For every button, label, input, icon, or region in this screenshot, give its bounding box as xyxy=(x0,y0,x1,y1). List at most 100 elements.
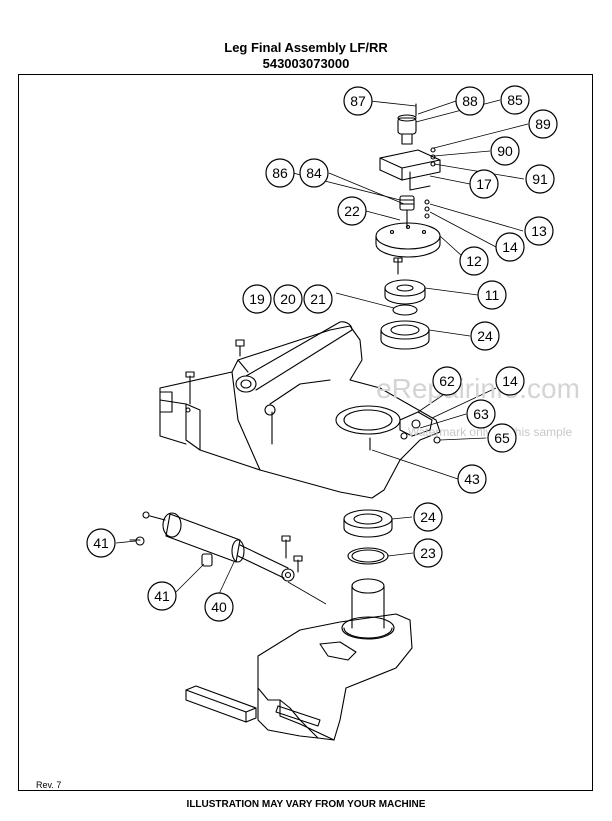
callout-62: 62 xyxy=(432,366,462,396)
callout-bubble xyxy=(528,109,558,139)
callout-number: 14 xyxy=(502,373,518,389)
callout-number: 63 xyxy=(473,406,489,422)
wear-pad xyxy=(185,685,257,723)
callout-number: 14 xyxy=(502,239,518,255)
callout-bubble xyxy=(413,502,443,532)
callout-number: 11 xyxy=(485,287,500,303)
callout-bubble xyxy=(432,366,462,396)
callout-number: 90 xyxy=(497,143,513,159)
callout-bubble xyxy=(495,232,525,262)
callout-90: 90 xyxy=(490,136,520,166)
callout-13: 13 xyxy=(524,216,554,246)
callout-17: 17 xyxy=(469,169,499,199)
callout-bubble xyxy=(525,164,555,194)
hydraulic-cylinder xyxy=(129,511,303,582)
callout-number: 24 xyxy=(477,328,493,344)
callout-bubble xyxy=(242,284,272,314)
part-number: 543003073000 xyxy=(262,56,350,71)
callout-41: 41 xyxy=(147,581,177,611)
callout-number: 24 xyxy=(420,509,436,525)
callout-14: 14 xyxy=(495,366,525,396)
callout-bubble xyxy=(457,464,487,494)
gear-shaft xyxy=(399,195,430,229)
callout-bubble xyxy=(299,158,329,188)
collar xyxy=(384,279,426,305)
callout-bubble xyxy=(265,158,295,188)
diagram-title: Leg Final Assembly LF/RR xyxy=(224,40,388,55)
revision-label: Rev. 7 xyxy=(36,780,62,790)
callout-bubble xyxy=(500,85,530,115)
callout-number: 84 xyxy=(306,165,322,181)
callout-bubble xyxy=(490,136,520,166)
callout-bubble xyxy=(470,321,500,351)
callout-number: 88 xyxy=(462,93,478,109)
callout-bubble xyxy=(413,538,443,568)
callout-number: 17 xyxy=(476,176,492,192)
callout-85: 85 xyxy=(500,85,530,115)
callout-number: 85 xyxy=(507,92,523,108)
callout-number: 89 xyxy=(535,116,551,132)
callout-number: 62 xyxy=(439,373,455,389)
callout-bubble xyxy=(459,246,489,276)
callout-bubble xyxy=(487,423,517,453)
callout-bubble xyxy=(337,196,367,226)
top-plate xyxy=(375,222,441,258)
callout-group: 87 88 85 89 90 91 17 86 84 22 13 14 12 11 19 20 21 24 62 14… xyxy=(86,85,558,622)
callout-number: 23 xyxy=(420,545,436,561)
callout-bubble xyxy=(273,284,303,314)
callout-bubble xyxy=(495,366,525,396)
callout-40: 40 xyxy=(204,592,234,622)
callout-22: 22 xyxy=(337,196,367,226)
callout-bubble xyxy=(343,86,373,116)
callout-number: 12 xyxy=(466,253,482,269)
diagram-frame xyxy=(18,74,593,791)
callout-65: 65 xyxy=(487,423,517,453)
callout-number: 86 xyxy=(272,165,288,181)
callout-number: 22 xyxy=(344,203,360,219)
callout-24: 24 xyxy=(470,321,500,351)
callout-20: 20 xyxy=(273,284,303,314)
callout-bubble xyxy=(524,216,554,246)
callout-87: 87 xyxy=(343,86,373,116)
callout-43: 43 xyxy=(457,464,487,494)
bearing-upper xyxy=(380,320,430,350)
callout-bubble xyxy=(455,86,485,116)
leg-frame xyxy=(159,325,441,499)
callout-bubble xyxy=(303,284,333,314)
callout-11: 11 xyxy=(477,280,507,310)
callout-number: 87 xyxy=(350,93,366,109)
callout-bubble xyxy=(204,592,234,622)
callout-number: 41 xyxy=(154,588,170,604)
callout-23: 23 xyxy=(413,538,443,568)
watermark-site: eRepairinfo.com xyxy=(376,373,580,404)
limit-switch-assembly xyxy=(379,103,441,191)
callout-89: 89 xyxy=(528,109,558,139)
callout-bubble xyxy=(477,280,507,310)
callout-19: 19 xyxy=(242,284,272,314)
callout-number: 65 xyxy=(494,430,510,446)
leg-casting xyxy=(257,578,413,741)
callout-number: 40 xyxy=(211,599,227,615)
callout-number: 43 xyxy=(464,471,480,487)
callout-24: 24 xyxy=(413,502,443,532)
disclaimer-text: ILLUSTRATION MAY VARY FROM YOUR MACHINE xyxy=(186,799,426,810)
callout-bubble xyxy=(469,169,499,199)
callout-86: 86 xyxy=(265,158,295,188)
callout-88: 88 xyxy=(455,86,485,116)
callout-number: 21 xyxy=(310,291,326,307)
callout-bubble xyxy=(147,581,177,611)
callout-12: 12 xyxy=(459,246,489,276)
cross-tube xyxy=(235,321,353,393)
callout-91: 91 xyxy=(525,164,555,194)
callout-number: 41 xyxy=(93,535,109,551)
callout-bubble xyxy=(86,528,116,558)
bearing-lower xyxy=(343,509,393,538)
callout-84: 84 xyxy=(299,158,329,188)
callout-number: 91 xyxy=(532,171,548,187)
snap-ring xyxy=(392,304,418,316)
callout-41: 41 xyxy=(86,528,116,558)
callout-number: 19 xyxy=(249,291,265,307)
callout-63: 63 xyxy=(466,399,496,429)
callout-14: 14 xyxy=(495,232,525,262)
